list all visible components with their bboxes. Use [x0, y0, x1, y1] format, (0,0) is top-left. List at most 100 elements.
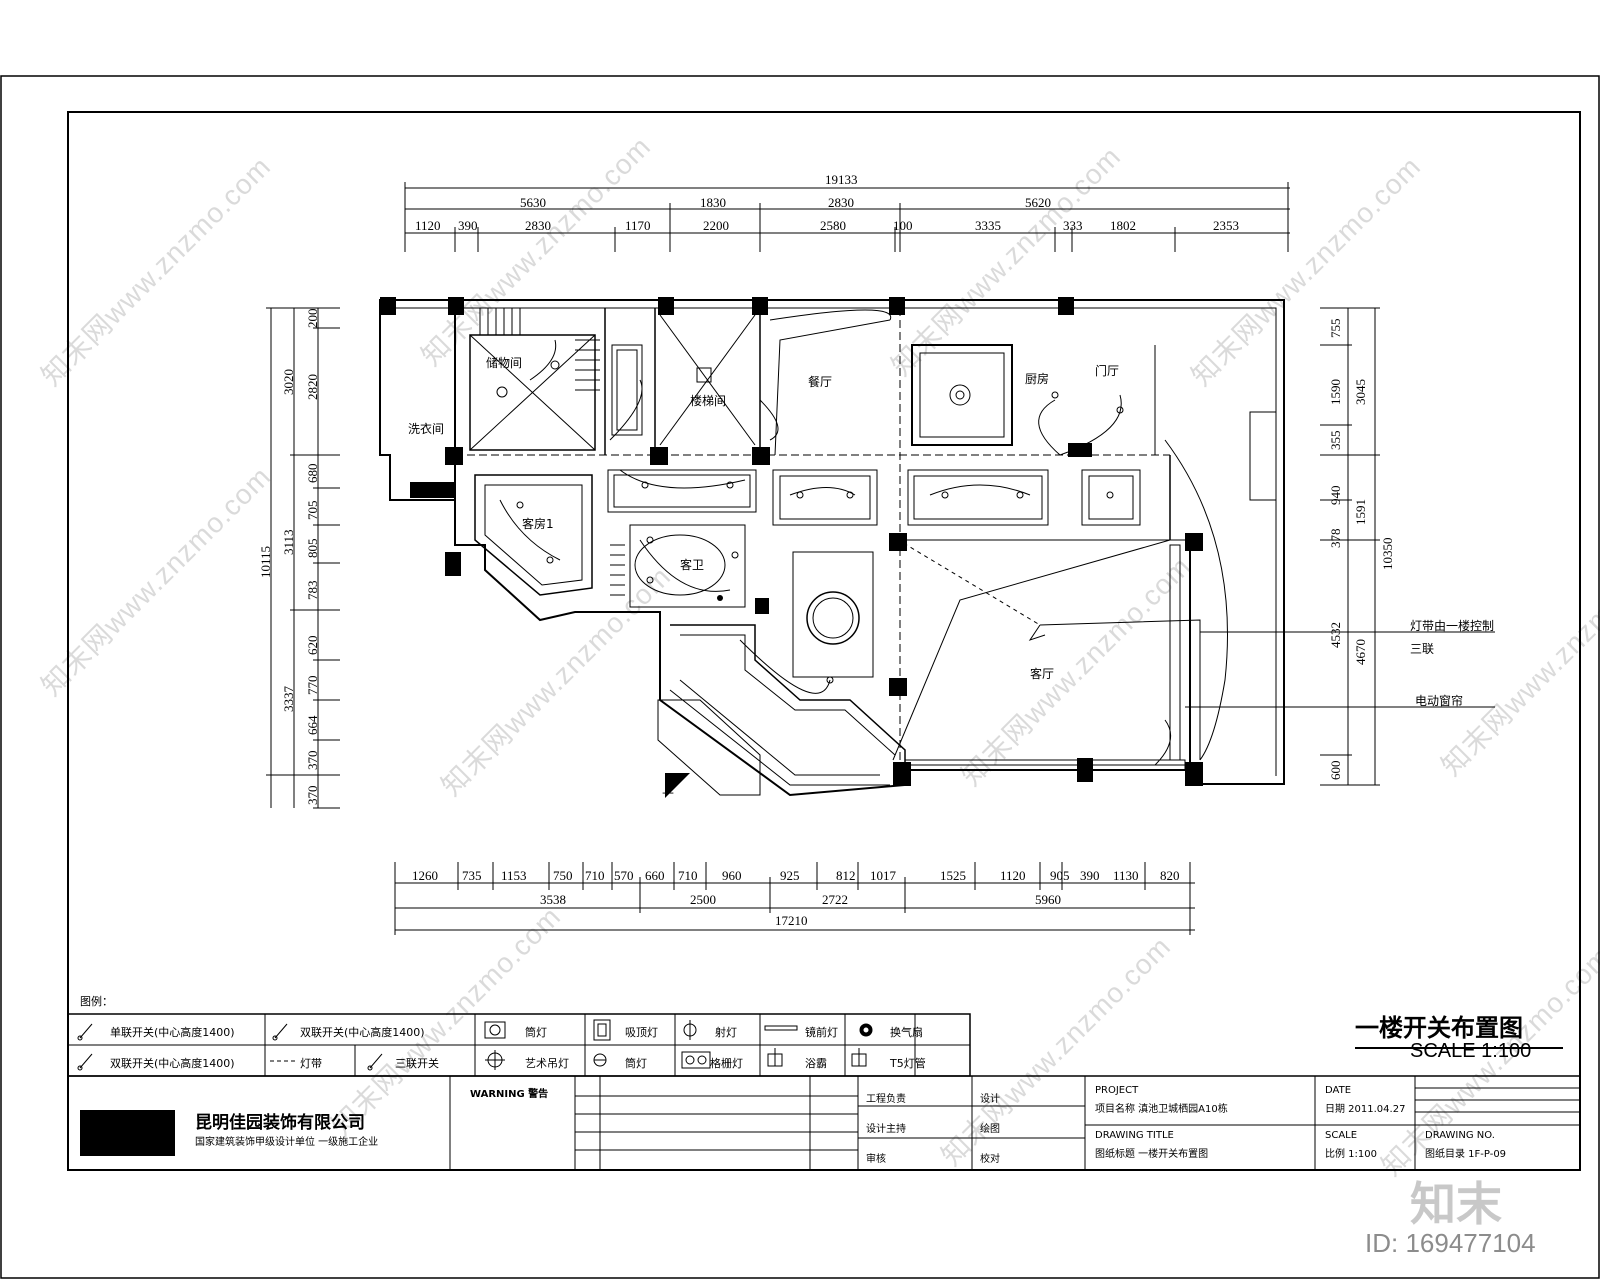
- watermark-logo: 知末: [1410, 1177, 1502, 1231]
- legend-label: 镜前灯: [805, 1026, 838, 1039]
- dim-bottom-detail: 735: [462, 868, 482, 883]
- legend-label: 艺术吊灯: [525, 1057, 569, 1070]
- sign-row: 校对: [980, 1154, 1000, 1165]
- date-label: DATE: [1325, 1085, 1352, 1096]
- legend-label: 浴霸: [805, 1057, 827, 1070]
- legend-label: 双联开关(中心高度1400): [300, 1026, 425, 1039]
- legend-label: 单联开关(中心高度1400): [110, 1026, 235, 1039]
- annotation-note: 电动窗帘: [1415, 694, 1464, 708]
- room-label-stair: 楼梯间: [690, 394, 727, 408]
- dim-bottom-mid: 3538: [540, 892, 566, 907]
- dim-bottom-detail: 1120: [1000, 868, 1026, 883]
- spotlight-icon: [683, 1020, 697, 1040]
- room-label-laundry: 洗衣间: [408, 422, 445, 436]
- legend-label: 射灯: [715, 1026, 737, 1039]
- watermark-id: ID: 169477104: [1365, 1228, 1536, 1258]
- grille-light-icon: [681, 1051, 711, 1069]
- dim-bottom-mid: 5960: [1035, 892, 1061, 907]
- room-label-bedroom1: 客房1: [522, 517, 554, 531]
- warning-label: WARNING 警告: [470, 1089, 549, 1100]
- dim-top-mid: 5620: [1025, 195, 1051, 210]
- legend-label: 灯带: [300, 1057, 322, 1070]
- dim-top-detail: 1170: [625, 218, 651, 233]
- scale-label: SCALE: [1325, 1130, 1358, 1141]
- dim-top-detail: 333: [1063, 218, 1083, 233]
- wall-lamp-icon: [593, 1053, 607, 1067]
- dim-top-detail: 1802: [1110, 218, 1136, 233]
- downlight-icon: [484, 1021, 506, 1039]
- exhaust-fan-icon: [859, 1023, 873, 1037]
- company-subtitle: 国家建筑装饰甲级设计单位 一级施工企业: [195, 1137, 379, 1148]
- dim-top-mid: 1830: [700, 195, 726, 210]
- single-switch-icon: [77, 1023, 93, 1041]
- project-label: PROJECT: [1095, 1085, 1139, 1096]
- ceiling-light-icon: [593, 1019, 611, 1041]
- company-name: 昆明佳园装饰有限公司: [195, 1113, 365, 1133]
- bath-heater-icon: [767, 1048, 783, 1067]
- dim-top-total: 19133: [825, 172, 858, 187]
- sign-row: 绘图: [980, 1124, 1000, 1135]
- dim-bottom-detail: 905: [1050, 868, 1070, 883]
- project-value: 项目名称 滇池卫城栖园A10栋: [1095, 1104, 1228, 1115]
- triple-switch-icon: [367, 1053, 383, 1071]
- t5-tube-icon: [851, 1048, 867, 1067]
- drawing-title-label: DRAWING TITLE: [1095, 1130, 1174, 1141]
- dim-bottom-detail: 925: [780, 868, 800, 883]
- dim-top-detail: 2200: [703, 218, 729, 233]
- drawing-no-value: 图纸目录 1F-P-09: [1425, 1149, 1507, 1160]
- dim-bottom-detail: 750: [553, 868, 573, 883]
- drawing-title-value: 图纸标题 一楼开关布置图: [1095, 1149, 1209, 1160]
- dim-top-detail: 2580: [820, 218, 846, 233]
- sign-row: 审核: [866, 1154, 886, 1165]
- dim-bottom-mid: 2722: [822, 892, 848, 907]
- dim-bottom-detail: 1153: [501, 868, 527, 883]
- dim-bottom-detail: 1017: [870, 868, 896, 883]
- legend-label: 格栅灯: [710, 1057, 743, 1070]
- legend-label: 双联开关(中心高度1400): [110, 1057, 235, 1070]
- drawing-title: 一楼开关布置图: [1355, 1014, 1523, 1042]
- dim-bottom-detail: 1130: [1113, 868, 1139, 883]
- scale-value: 比例 1:100: [1325, 1149, 1377, 1160]
- room-label-kitchen: 厨房: [1025, 372, 1050, 386]
- dim-top-detail: 1120: [415, 218, 441, 233]
- dim-bottom-detail: 960: [722, 868, 742, 883]
- dim-bottom-detail: 1525: [940, 868, 966, 883]
- dim-top-mid: 2830: [828, 195, 854, 210]
- dim-bottom-detail: 570: [614, 868, 634, 883]
- dim-top-detail: 390: [458, 218, 478, 233]
- legend-label: 吸顶灯: [625, 1026, 658, 1039]
- dim-bottom-detail: 820: [1160, 868, 1180, 883]
- dim-top-mid: 5630: [520, 195, 546, 210]
- drawing-no-label: DRAWING NO.: [1425, 1130, 1495, 1141]
- room-label-up: 上: [662, 782, 675, 796]
- dim-bottom-mid: 2500: [690, 892, 716, 907]
- chandelier-icon: [485, 1050, 505, 1070]
- dim-bottom-detail: 660: [645, 868, 665, 883]
- dim-bottom-detail: 710: [678, 868, 698, 883]
- room-label-living: 客厅: [1030, 667, 1055, 681]
- room-label-storage: 储物间: [486, 356, 523, 370]
- double-switch-2-icon: [77, 1053, 93, 1071]
- legend-label: 换气扇: [890, 1026, 923, 1039]
- dim-top-detail: 2830: [525, 218, 551, 233]
- annotation-note: 灯带由一楼控制: [1410, 619, 1495, 633]
- double-switch-icon: [272, 1023, 288, 1041]
- sign-row: 工程负责: [866, 1094, 906, 1105]
- legend-label: 三联开关: [395, 1057, 439, 1070]
- legend-label: 筒灯: [625, 1057, 647, 1070]
- room-label-bedroom2: 客卫: [680, 558, 705, 572]
- mirror-light-icon: [764, 1025, 798, 1031]
- date-value: 日期 2011.04.27: [1325, 1104, 1406, 1115]
- sign-row: 设计: [980, 1094, 1000, 1105]
- legend-label: T5灯管: [890, 1057, 926, 1070]
- dim-top-detail: 2353: [1213, 218, 1239, 233]
- dim-bottom-detail: 1260: [412, 868, 438, 883]
- dim-bottom-total: 17210: [775, 913, 808, 928]
- drawing-scale: SCALE 1:100: [1410, 1040, 1532, 1062]
- dim-bottom-detail: 390: [1080, 868, 1100, 883]
- annotation-note: 三联: [1410, 642, 1435, 656]
- legend-label: 筒灯: [525, 1026, 547, 1039]
